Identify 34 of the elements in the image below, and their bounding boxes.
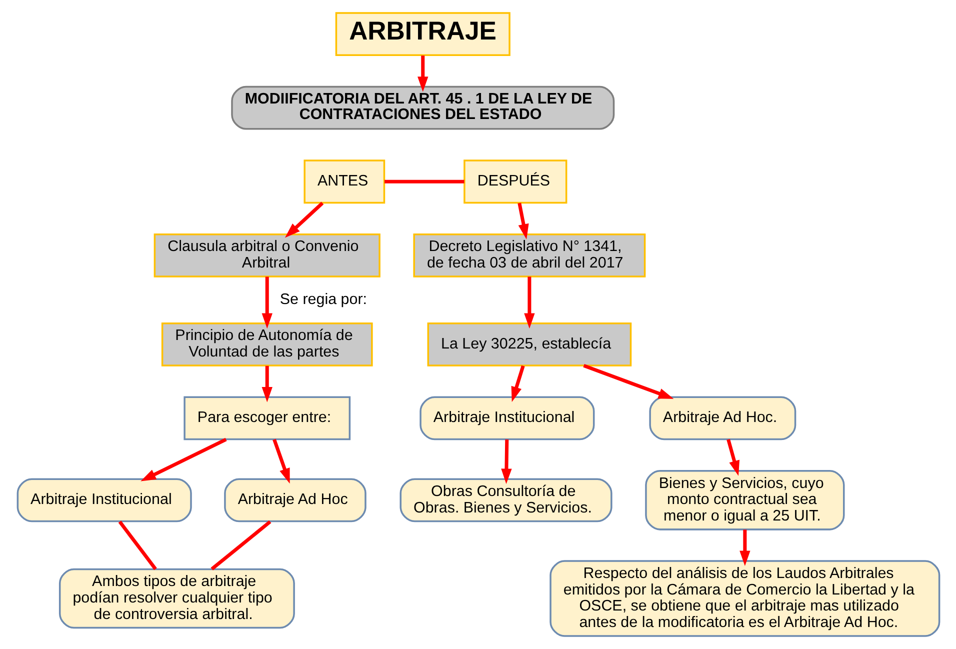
arrow xyxy=(417,56,428,92)
node-box: ANTES xyxy=(303,160,385,204)
node-box: MODIIFICATORIA DEL ART. 45 . 1 DE LA LEY DE CONTRATACIONES DEL ESTADO xyxy=(230,86,614,130)
arrow xyxy=(284,202,324,238)
connector xyxy=(210,520,271,570)
arrow xyxy=(272,438,290,484)
arrow xyxy=(510,365,524,402)
arrow xyxy=(261,366,272,402)
arrow xyxy=(582,364,674,399)
arrow xyxy=(500,439,512,484)
node-box: Principio de Autonomía de Voluntad de las partes xyxy=(160,322,372,366)
node-box: Bienes y Servicios, cuyo monto contractual sea menor o igual a 25 UIT. xyxy=(644,470,844,530)
node-box: Obras Consultoría de Obras. Bienes y Servicios. xyxy=(399,478,612,522)
node-box: Decreto Legislativo N° 1341, de fecha 03 de abril del 2017 xyxy=(412,233,646,278)
connector xyxy=(118,520,156,570)
node-box: Ambos tipos de arbitraje podían resolver cualquier tipo de controversia arbitral. xyxy=(58,568,294,629)
node-box: Arbitraje Ad Hoc xyxy=(224,478,366,522)
node-box: Para escoger entre: xyxy=(183,396,350,440)
arrow xyxy=(726,438,740,476)
node-box: ARBITRAJE xyxy=(334,12,510,56)
arrow xyxy=(739,530,750,566)
node-box: Arbitraje Ad Hoc. xyxy=(648,396,796,440)
connector xyxy=(384,180,464,184)
node-box: Arbitraje Institucional xyxy=(16,478,192,522)
arrow xyxy=(524,276,534,329)
node-box: La Ley 30225, establecía xyxy=(426,322,632,366)
node-box: Respecto del análisis de los Laudos Arbitrales emitidos por la Cámara de Comercio la Libertad y la OSCE, se obtiene que el arbitraje mas utilizado antes de la modificatoria es el Arbitraje Ad Hoc. xyxy=(549,560,940,637)
node-box: Arbitraje Institucional xyxy=(419,396,594,440)
arrow xyxy=(140,438,226,482)
arrow xyxy=(517,202,528,240)
node-box: Clausula arbitral o Convenio Arbitral xyxy=(153,233,380,278)
arrow xyxy=(261,276,272,329)
edge-label: Se regia por: xyxy=(279,290,367,308)
node-box: DESPUÉS xyxy=(463,160,567,204)
